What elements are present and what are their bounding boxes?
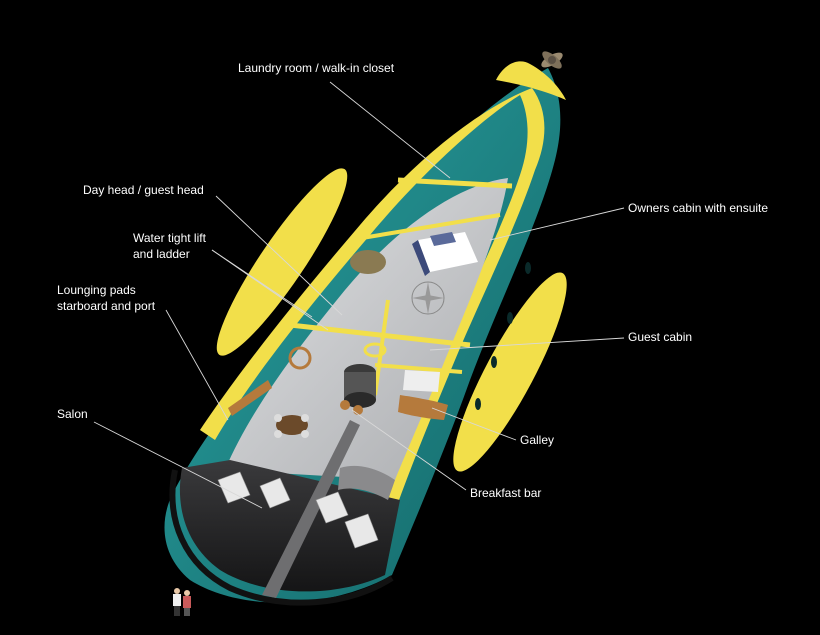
lift-shaft (344, 342, 387, 408)
stern-rail (169, 469, 394, 606)
bow-tip (496, 61, 566, 100)
label-owners-cabin: Owners cabin with ensuite (628, 201, 769, 215)
galley-counter (398, 395, 448, 420)
label-water-tight-lift-line2: and ladder (133, 247, 190, 261)
bulkhead-owners (349, 213, 501, 242)
label-salon: Salon (57, 407, 88, 421)
leader-lift-2 (211, 249, 329, 331)
leader-laundry (329, 81, 451, 179)
bulkhead-vertical (373, 299, 390, 396)
leader-lines (93, 81, 625, 509)
salon-armchairs (217, 471, 379, 549)
compass-rose-icon (411, 281, 445, 315)
leader-guest (429, 337, 625, 351)
leader-pads (165, 309, 229, 421)
people-figures (173, 588, 191, 616)
propeller-icon (541, 51, 563, 69)
guest-bed (403, 370, 440, 392)
center-walkway (262, 420, 360, 598)
label-lounging-pads-line1: Lounging pads (57, 283, 136, 297)
leader-galley (431, 407, 517, 441)
label-lounging-pads-line2: starboard and port (57, 299, 156, 313)
label-laundry-room: Laundry room / walk-in closet (238, 61, 395, 75)
salon-cabinet (228, 380, 272, 416)
label-water-tight-lift: Water tight lift and ladder (133, 230, 206, 262)
label-lounging-pads: Lounging pads starboard and port (57, 282, 155, 314)
leader-salon (93, 421, 263, 509)
day-head-room (350, 250, 386, 274)
bulkhead-laundry (397, 177, 513, 189)
lounging-pad-starboard (453, 272, 567, 472)
lounging-pad-port (216, 168, 348, 356)
bulkhead-mid (289, 322, 471, 348)
leader-breakfast (351, 409, 467, 491)
bulkhead-guest (374, 363, 463, 374)
label-water-tight-lift-line1: Water tight lift (133, 231, 206, 245)
owners-bed (412, 232, 478, 276)
label-day-head: Day head / guest head (83, 183, 204, 197)
stern-sofa (338, 465, 395, 500)
leader-owners (489, 207, 625, 241)
label-galley: Galley (520, 433, 555, 447)
label-guest-cabin: Guest cabin (628, 330, 693, 344)
hull-portholes (475, 262, 531, 410)
dining-table (274, 414, 309, 438)
leader-day-head (215, 195, 343, 316)
label-breakfast-bar: Breakfast bar (470, 486, 542, 500)
porthole-wheel-icon (288, 346, 312, 370)
